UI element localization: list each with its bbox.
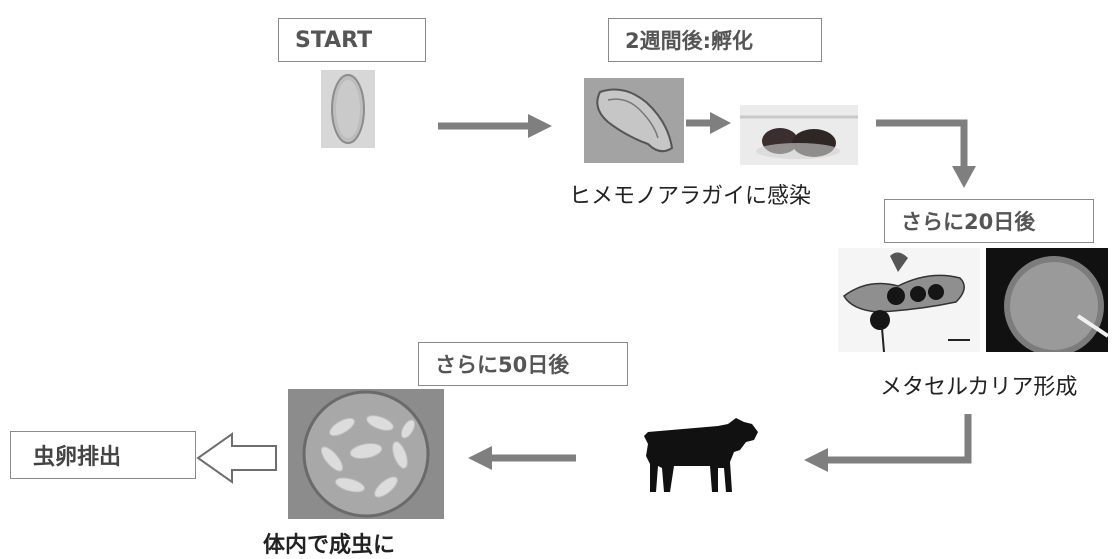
cow-icon	[644, 418, 758, 492]
metacercaria-caption: メタセルカリア形成	[880, 375, 1078, 400]
metacercaria-dark-illustration	[986, 248, 1108, 352]
egg-release-label-text: 虫卵排出	[33, 445, 122, 470]
egg-release-label: 虫卵排出	[10, 431, 196, 479]
metacercaria-photo	[838, 248, 980, 352]
day20-label: さらに20日後	[884, 199, 1094, 243]
day20-label-text: さらに20日後	[901, 210, 1036, 234]
arrow-start-to-miracidium	[438, 114, 552, 138]
snail-illustration	[740, 105, 858, 165]
hatch-label-text: 2週間後:孵化	[625, 29, 754, 53]
cow-silhouette	[644, 418, 760, 494]
arrow-cow-to-adult	[468, 446, 576, 470]
start-label-text: START	[295, 27, 373, 53]
arrow-metacercaria-to-cow	[804, 414, 972, 472]
snail-infection-caption: ヒメモノアラガイに感染	[569, 184, 812, 209]
adult-in-body-caption: 体内で成虫に	[263, 533, 396, 558]
day50-label: さらに50日後	[418, 342, 628, 386]
egg-photo	[321, 70, 375, 148]
metacercaria-illustration	[838, 248, 980, 352]
egg-illustration	[331, 74, 365, 144]
arrow-snail-to-metacercaria	[876, 119, 976, 188]
miracidium-illustration	[584, 78, 684, 163]
hatch-label: 2週間後:孵化	[608, 18, 822, 62]
day50-label-text: さらに50日後	[435, 353, 570, 377]
arrow-hollow-to-egg-release	[196, 432, 277, 484]
snail-photo	[740, 105, 858, 165]
metacercaria-dark-photo	[986, 248, 1108, 352]
miracidium-photo	[584, 78, 684, 163]
arrow-miracidium-to-snail	[686, 112, 731, 134]
adult-fluke-illustration	[288, 389, 444, 519]
adult-fluke-photo	[288, 389, 444, 519]
start-label: START	[278, 18, 426, 62]
